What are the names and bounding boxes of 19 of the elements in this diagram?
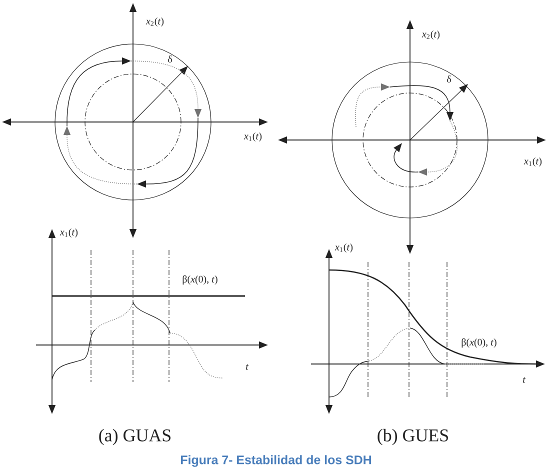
axis-label: x$_{1}$(t) [524,157,542,167]
axis-label: x$_{2}$(t) [422,30,440,40]
inner-circle [362,92,458,188]
panel-caption: (a) GUAS [99,428,170,446]
outer-circle [332,62,488,218]
figure-caption: Figura 7- Estabilidad de los SDH [181,455,371,467]
radius-label: δ [447,75,451,83]
axis-label: x$_{2}$(t) [146,17,164,27]
axis-label: t [523,377,526,383]
inner-circle [84,74,182,170]
curve-label: β(x(0), t) [182,275,218,285]
axis-label: x$_{1}$(t) [244,132,262,142]
curve-label: β(x(0), t) [462,338,496,348]
axis-label: x$_{1}$(t) [60,228,78,238]
radius-label: δ [168,55,172,63]
axis-label: x$_{1}$(t) [334,243,353,253]
outer-circle [54,44,212,200]
panel-caption: (b) GUES [378,428,448,446]
axis-label: t [246,364,249,370]
